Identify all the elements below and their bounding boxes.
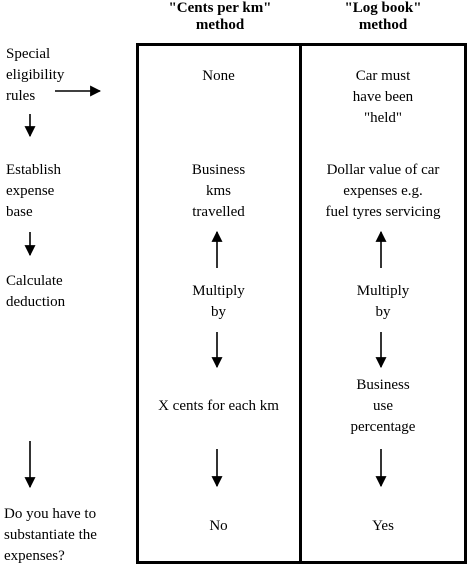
label-establish-expense-base: Establish expense base [6, 162, 61, 220]
cents-expense-base-text: Business kms travelled [191, 162, 246, 220]
log-substantiate-answer: Yes [372, 518, 394, 534]
cents-header-title: "Cents per km" [168, 0, 272, 16]
cents-multiply-text: Multiply by [192, 283, 245, 320]
label-special-eligibility-rules: Special eligibility rules [6, 46, 65, 104]
cents-substantiate-answer: No [209, 518, 228, 534]
column-divider [299, 43, 302, 564]
log-expense-base-text: Dollar value of car expenses e.g. fuel t… [325, 162, 441, 220]
cents-per-km-header: "Cents per km" method [140, 0, 300, 34]
log-multiply-text: Multiply by [356, 283, 410, 320]
log-eligibility-text: Car must have been "held" [352, 68, 414, 126]
cents-header-subtitle: method [195, 17, 245, 33]
log-business-use-text: Business use percentage [350, 377, 416, 435]
log-header-subtitle: method [358, 17, 408, 33]
label-calculate-deduction: Calculate deduction [6, 273, 66, 310]
cents-rate-text: X cents for each km [158, 398, 279, 414]
log-header-title: "Log book" [344, 0, 422, 16]
cents-eligibility-text: None [202, 68, 235, 84]
label-substantiate-expenses: Do you have to substantiate the expenses… [4, 506, 97, 564]
log-book-header: "Log book" method [300, 0, 466, 34]
